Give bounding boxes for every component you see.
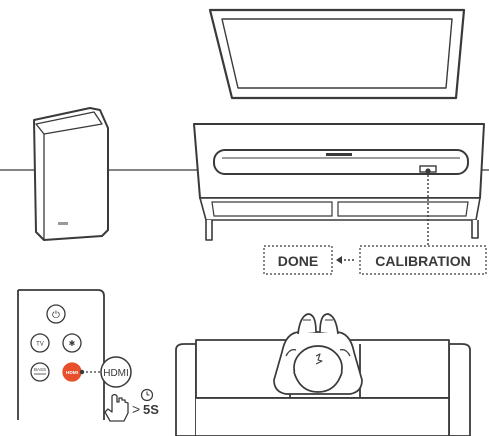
soundbar-display: [326, 153, 352, 156]
tv: [210, 10, 464, 98]
clock-icon: [142, 390, 153, 401]
subwoofer: [34, 108, 108, 240]
tv-button-label: TV: [36, 342, 44, 348]
hold-timer: > 5S: [132, 390, 159, 418]
greater-than-symbol: >: [132, 401, 140, 417]
hdmi-callout: HDMI: [80, 357, 131, 387]
power-button[interactable]: ⏻: [47, 305, 65, 323]
tv-button[interactable]: TV: [31, 334, 49, 352]
hdmi-button[interactable]: HDMI: [63, 363, 81, 381]
subwoofer-logo: [58, 222, 68, 225]
bluetooth-button[interactable]: ✱: [63, 334, 81, 352]
calibration-label: CALIBRATION: [360, 246, 486, 274]
done-text: DONE: [278, 253, 318, 269]
bluetooth-icon: ✱: [69, 339, 76, 348]
remote-control: ⏻ TV ✱ BASS HDMI: [18, 290, 104, 420]
left-arrow-icon: [336, 256, 354, 264]
hdmi-button-label: HDMI: [66, 370, 79, 376]
bass-button-label: BASS: [34, 367, 46, 372]
tv-stand: [194, 124, 484, 240]
hand-pointer-icon: [105, 395, 128, 422]
bass-button[interactable]: BASS: [31, 363, 49, 381]
power-icon: ⏻: [52, 310, 60, 321]
done-label: DONE: [264, 246, 332, 274]
hdmi-callout-text: HDMI: [103, 368, 129, 379]
hold-duration-text: 5S: [143, 402, 159, 417]
listener: [274, 314, 362, 394]
calibration-text: CALIBRATION: [375, 253, 470, 269]
